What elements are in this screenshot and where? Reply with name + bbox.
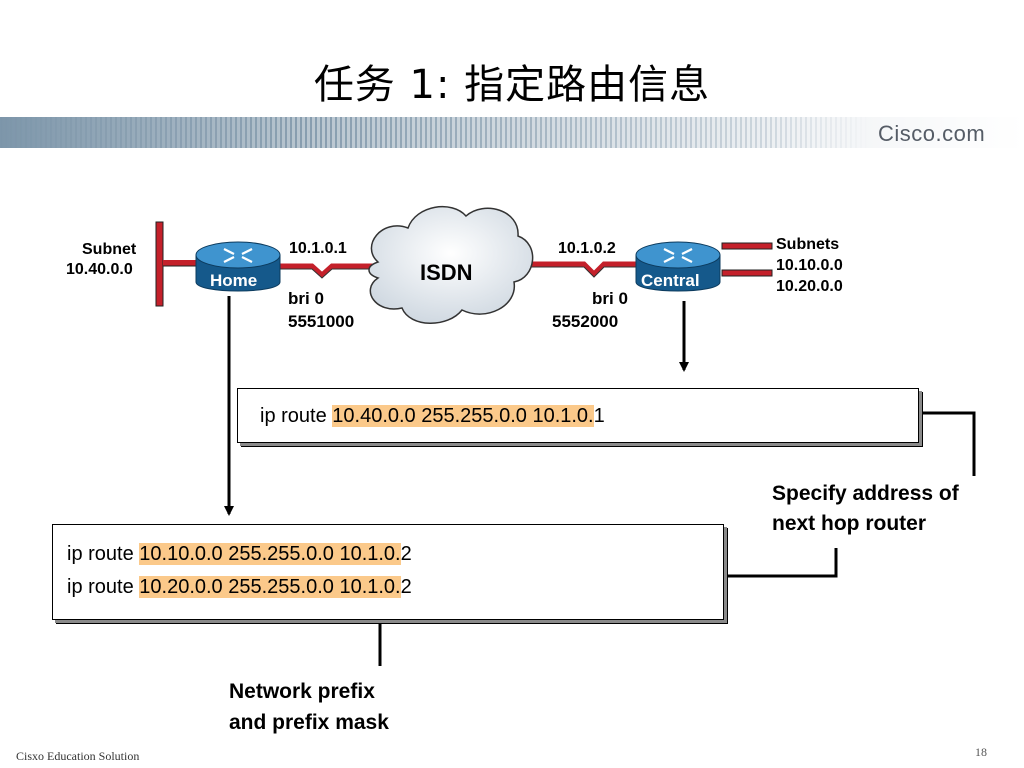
central-ip-label: 10.1.0.2	[558, 240, 616, 257]
route-highlight: 10.20.0.0 255.255.0.0 10.1.0.	[139, 576, 401, 598]
next-hop-note-line-1: Specify address of	[772, 482, 959, 505]
home-ip-label: 10.1.0.1	[289, 240, 347, 257]
home-router-icon	[195, 241, 281, 292]
isdn-label: ISDN	[420, 260, 473, 285]
central-subnets-label: Subnets	[776, 236, 840, 253]
route-tail: 1	[593, 405, 605, 427]
cisco-brand: Cisco.com	[878, 121, 986, 146]
home-subnet-label: Subnet	[82, 241, 137, 258]
central-isdn-link	[520, 261, 640, 278]
arrows	[224, 296, 976, 666]
route-tail: 2	[400, 543, 412, 565]
central-subnet-1: 10.10.0.0	[776, 257, 843, 274]
home-interface-label: bri 0	[288, 289, 324, 308]
central-router-label: Central	[641, 271, 700, 290]
route-command: ip route	[260, 405, 333, 427]
route-highlight: 10.40.0.0 255.255.0.0 10.1.0.	[332, 405, 594, 427]
slide-title: 任务 1: 指定路由信息	[313, 62, 711, 108]
central-route-line: ip route 10.40.0.0 255.255.0.0 10.1.0.1	[260, 401, 605, 432]
central-subnet-2: 10.20.0.0	[776, 278, 843, 295]
home-route-line-1: ip route 10.10.0.0 255.255.0.0 10.1.0.2	[67, 539, 412, 570]
central-subnet-links	[721, 242, 773, 277]
home-number-label: 5551000	[288, 312, 355, 331]
route-tail: 2	[400, 576, 412, 598]
home-subnet-value: 10.40.0.0	[66, 261, 133, 278]
central-interface-label: bri 0	[592, 289, 628, 308]
next-hop-arrow-lower	[690, 548, 838, 581]
route-highlight: 10.10.0.0 255.255.0.0 10.1.0.	[139, 543, 401, 565]
central-number-label: 5552000	[552, 312, 619, 331]
cisco-banner	[0, 117, 1024, 148]
central-router-icon	[635, 241, 721, 292]
central-route-box: ip route 10.40.0.0 255.255.0.0 10.1.0.1	[237, 388, 919, 443]
home-router-label: Home	[210, 271, 258, 290]
route-command: ip route	[67, 576, 140, 598]
route-command: ip route	[67, 543, 140, 565]
isdn-cloud	[368, 205, 534, 324]
footer-text: Cisxo Education Solution	[16, 749, 140, 763]
prefix-note-line-2: and prefix mask	[229, 711, 389, 734]
slide-number: 18	[975, 745, 987, 759]
home-routes-box: ip route 10.10.0.0 255.255.0.0 10.1.0.2 …	[52, 524, 724, 620]
home-isdn-link	[275, 263, 374, 279]
prefix-note-line-1: Network prefix	[229, 680, 375, 703]
next-hop-note-line-2: next hop router	[772, 512, 927, 535]
home-route-line-2: ip route 10.20.0.0 255.255.0.0 10.1.0.2	[67, 572, 412, 603]
